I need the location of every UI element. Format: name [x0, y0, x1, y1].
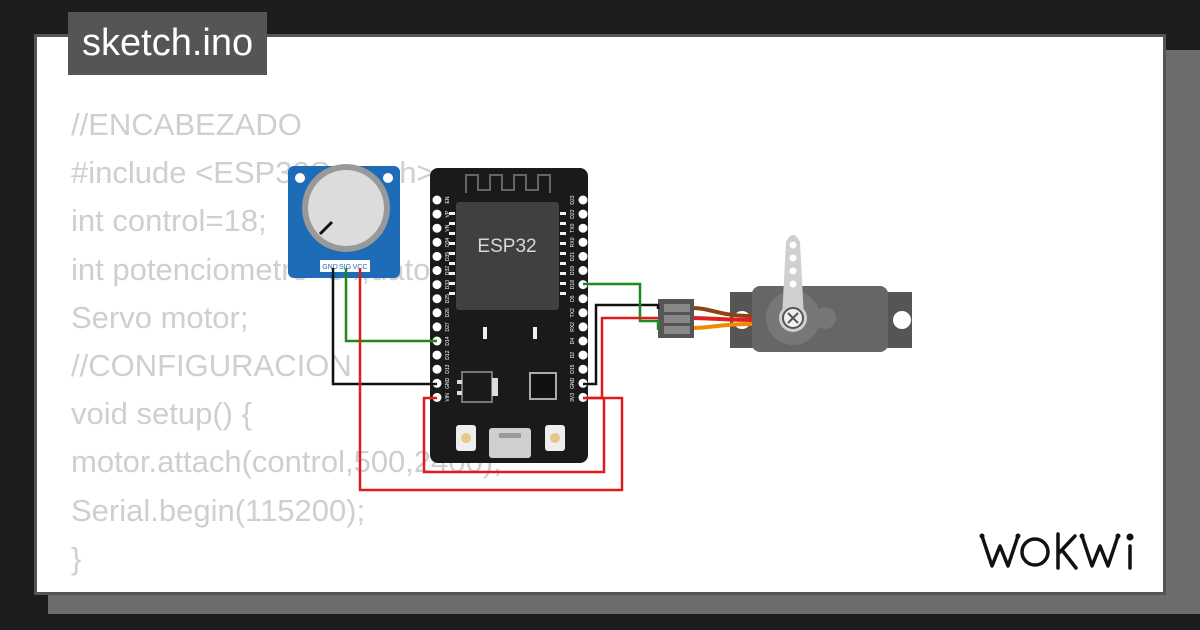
pot-pin-sig-label: SIG [339, 264, 351, 271]
esp32-right-pin[interactable] [578, 223, 588, 233]
esp32-label: ESP32 [477, 236, 536, 257]
servo-motor[interactable] [658, 235, 912, 352]
esp32-right-pin-label: 3V3 [570, 393, 576, 402]
esp32-right-pin-label: D21 [570, 252, 576, 261]
esp32-right-pin-label: D5 [570, 295, 576, 302]
esp32-left-pin[interactable] [432, 195, 442, 205]
regulator-chip [461, 371, 493, 403]
esp32-right-pin[interactable] [578, 195, 588, 205]
esp32-left-pin-label: VN [445, 224, 451, 231]
esp32-right-pin[interactable] [578, 251, 588, 261]
esp32-left-pin-label: D25 [445, 294, 451, 303]
esp32-left-pin[interactable] [432, 294, 442, 304]
esp32-right-pin-label: GND [570, 377, 576, 389]
esp32-right-pin-label: RX0 [570, 237, 576, 247]
esp32-module [456, 202, 559, 310]
esp32-right-pin[interactable] [578, 266, 588, 275]
esp32-right-pin[interactable] [578, 294, 588, 304]
esp32-left-pin-label: EN [445, 196, 451, 203]
esp32-left-pin[interactable] [432, 209, 442, 219]
esp32-right-pin-label: D22 [570, 209, 576, 218]
usb-chip [529, 372, 557, 400]
esp32-left-pin[interactable] [432, 308, 442, 318]
code-line: } [71, 540, 82, 576]
knob-pointer [318, 220, 334, 236]
esp32-board[interactable]: ESP32 ENVPVND34D35D32D33D25D26D27D14D12D… [430, 168, 588, 463]
file-name-tab[interactable]: sketch.ino [68, 12, 268, 75]
pot-pin-gnd-label: GND [322, 264, 338, 271]
esp32-left-pin-label: D14 [445, 336, 451, 345]
esp32-right-pin-label: D15 [570, 364, 576, 373]
pot-pin-vcc-label: VCC [353, 264, 368, 271]
esp32-right-pins[interactable] [578, 195, 588, 402]
esp32-left-pin-label: VIN [445, 393, 451, 402]
esp32-left-pin[interactable] [432, 350, 442, 360]
esp32-left-pin[interactable] [432, 322, 442, 332]
esp32-left-pin-label: D35 [445, 252, 451, 261]
esp32-right-pin-label: D2 [570, 352, 576, 359]
esp32-right-pin-label: D23 [570, 195, 576, 204]
esp32-right-pin-label: D4 [570, 338, 576, 345]
esp32-right-pin[interactable] [578, 209, 588, 219]
esp32-right-pin[interactable] [578, 364, 588, 374]
code-line: Servo motor; [71, 299, 249, 335]
esp32-right-pin-label: D18 [570, 280, 576, 289]
esp32-right-pin[interactable] [578, 308, 588, 318]
code-preview: //ENCABEZADO #include <ESP32Servo.h> int… [71, 101, 502, 592]
esp32-left-pin-label: D26 [445, 308, 451, 317]
wires [331, 268, 660, 492]
esp32-right-pin-label: D19 [570, 266, 576, 275]
esp32-right-pin-label: TX2 [570, 308, 576, 317]
esp32-left-pin-label: D13 [445, 364, 451, 373]
preview-card: //ENCABEZADO #include <ESP32Servo.h> int… [34, 34, 1166, 595]
servo-horn [782, 235, 804, 318]
wokwi-logo [979, 532, 1134, 570]
esp32-left-pin-label: GND [445, 377, 451, 389]
esp32-right-pin[interactable] [578, 237, 588, 247]
esp32-right-pin-label: TX0 [570, 223, 576, 232]
code-line: void setup() { [71, 396, 252, 432]
potentiometer[interactable]: GND SIG VCC [288, 164, 400, 278]
esp32-left-pin-label: VP [445, 210, 451, 217]
esp32-left-pin[interactable] [432, 237, 442, 247]
code-line: //PROGRAMA [71, 583, 502, 592]
esp32-left-pin-label: D34 [445, 238, 451, 247]
esp32-left-pins[interactable] [432, 195, 442, 402]
code-line: //CONFIGURACION [71, 347, 352, 383]
code-line: int control=18; [71, 203, 267, 239]
esp32-right-pin-label: RX2 [570, 322, 576, 332]
esp32-right-pin[interactable] [578, 322, 588, 332]
esp32-left-pin-label: D32 [445, 266, 451, 275]
esp32-left-pin[interactable] [432, 266, 442, 275]
esp32-left-pin[interactable] [432, 251, 442, 261]
code-line: Serial.begin(115200); [71, 492, 366, 528]
esp32-left-pin[interactable] [432, 364, 442, 374]
usb-port [489, 428, 531, 458]
esp32-right-pin[interactable] [578, 336, 588, 346]
esp32-right-pin[interactable] [578, 350, 588, 360]
code-line: //ENCABEZADO [71, 107, 302, 142]
esp32-left-pin[interactable] [432, 223, 442, 233]
esp32-left-pin-label: D33 [445, 280, 451, 289]
esp32-left-pin-label: D12 [445, 350, 451, 359]
esp32-left-pin[interactable] [432, 280, 442, 290]
esp32-left-pin-label: D27 [445, 322, 451, 331]
